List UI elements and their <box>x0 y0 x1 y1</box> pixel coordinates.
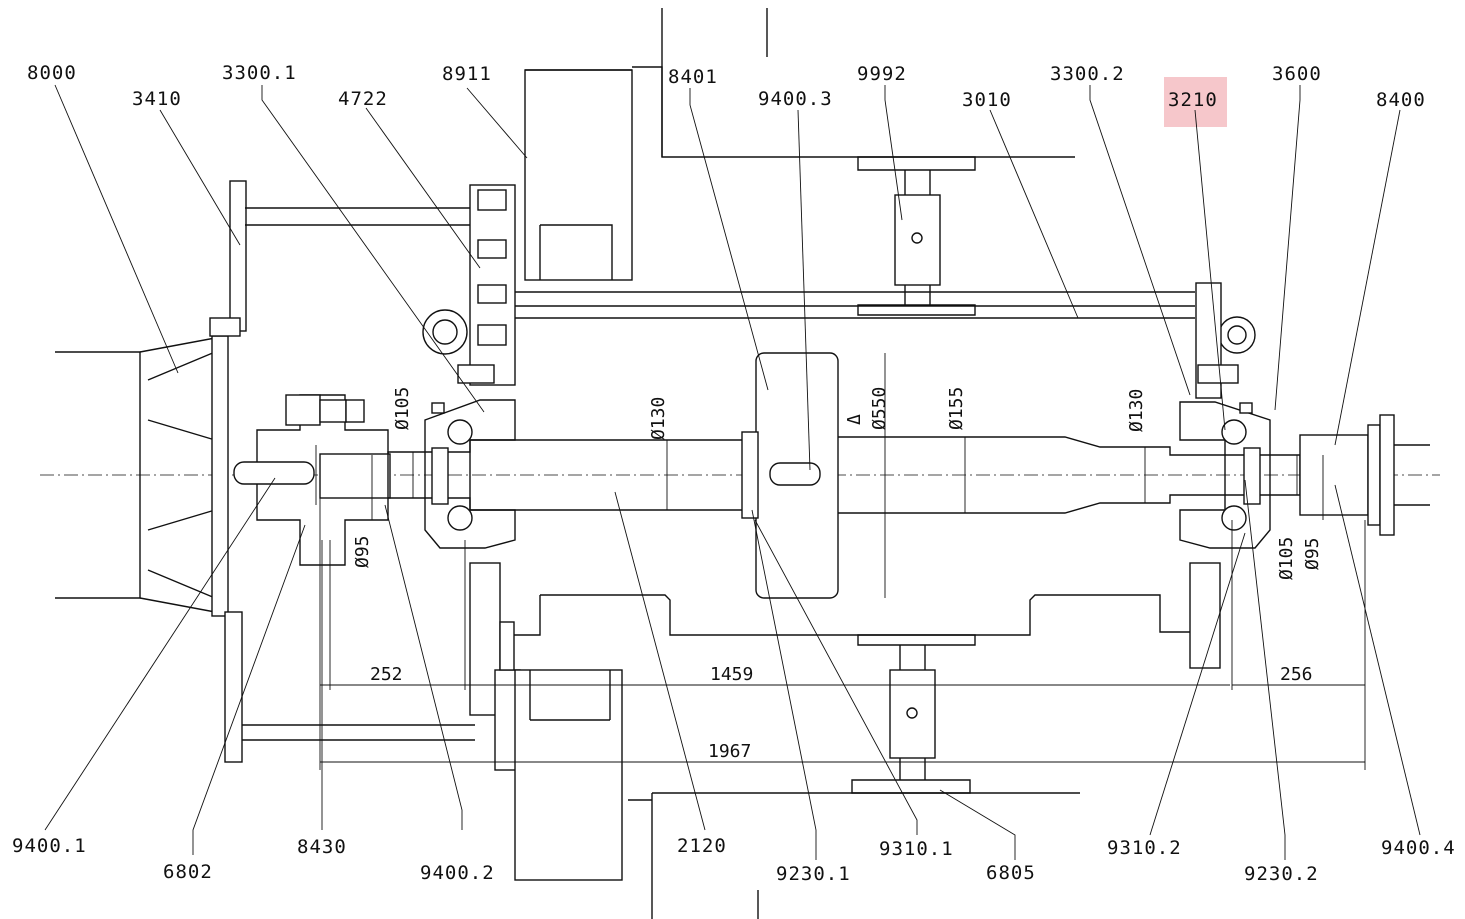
dim-1967: 1967 <box>708 741 751 762</box>
left-bearing-block <box>424 399 516 549</box>
label-3410: 3410 <box>132 88 182 110</box>
leader-lines <box>44 84 1421 860</box>
label-3010: 3010 <box>962 89 1012 111</box>
label-8400: 8400 <box>1376 89 1426 111</box>
dim-d130-left: Ø130 <box>648 397 669 440</box>
label-2120: 2120 <box>677 835 727 857</box>
dim-d155: Ø155 <box>946 387 967 430</box>
impeller-disc <box>741 352 839 599</box>
dim-d95-left: Ø95 <box>352 535 373 568</box>
label-9230-1: 9230.1 <box>776 863 851 885</box>
dim-1459: 1459 <box>710 664 753 685</box>
upper-frame <box>245 8 1256 399</box>
label-4722: 4722 <box>338 88 388 110</box>
label-9310-2: 9310.2 <box>1107 837 1182 859</box>
label-6805: 6805 <box>986 862 1036 884</box>
left-drive-housing <box>55 180 247 763</box>
lower-frame <box>242 562 1221 919</box>
label-8401: 8401 <box>668 66 718 88</box>
label-9992: 9992 <box>857 63 907 85</box>
label-8430: 8430 <box>297 836 347 858</box>
left-coupling <box>233 394 391 566</box>
right-bearing-block <box>1179 401 1271 549</box>
dim-d95-right: Ø95 <box>1302 537 1323 570</box>
dim-d105-left: Ø105 <box>392 387 413 430</box>
right-coupling <box>1299 414 1430 536</box>
label-3600: 3600 <box>1272 63 1322 85</box>
label-9230-2: 9230.2 <box>1244 863 1319 885</box>
dim-d550: Ø550 <box>869 387 890 430</box>
dim-d130-right: Ø130 <box>1126 389 1147 432</box>
dim-tolerance: Δ <box>844 414 865 425</box>
part-labels: 8000 3410 3300.1 4722 8911 8401 9400.3 9… <box>12 62 1456 885</box>
label-9400-3: 9400.3 <box>758 88 833 110</box>
upper-mount <box>857 156 976 316</box>
label-8911: 8911 <box>442 63 492 85</box>
label-6802: 6802 <box>163 861 213 883</box>
dim-d105-right: Ø105 <box>1276 537 1297 580</box>
label-9310-1: 9310.1 <box>879 838 954 860</box>
dim-252: 252 <box>370 664 403 685</box>
label-9400-2: 9400.2 <box>420 862 495 884</box>
dimension-labels: Ø105 Ø130 Δ Ø550 Ø155 Ø130 Ø95 Ø105 Ø95 … <box>352 387 1323 762</box>
label-8000: 8000 <box>27 62 77 84</box>
lower-mount <box>851 634 976 794</box>
label-9400-1: 9400.1 <box>12 835 87 857</box>
label-3300-2: 3300.2 <box>1050 63 1125 85</box>
dim-256: 256 <box>1280 664 1313 685</box>
label-3210: 3210 <box>1168 89 1218 111</box>
label-9400-4: 9400.4 <box>1381 837 1456 859</box>
dimension-lines <box>319 353 1366 770</box>
label-3300-1: 3300.1 <box>222 62 297 84</box>
